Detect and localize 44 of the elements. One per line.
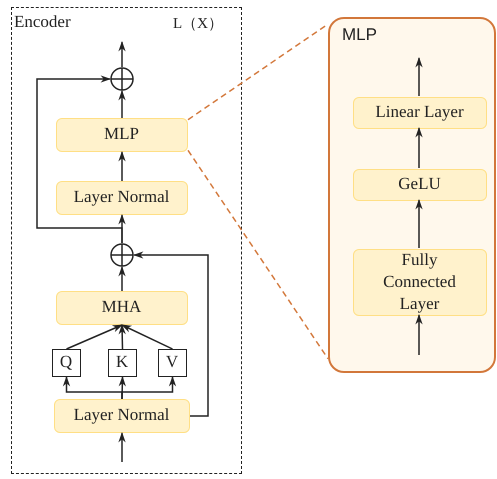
- box-label: GeLU: [398, 173, 441, 196]
- zoom-guide-line: [188, 24, 328, 120]
- arrow: [118, 432, 126, 462]
- encoder-frame: [11, 7, 242, 474]
- process-box: [54, 398, 190, 432]
- box-label: Layer Normal: [74, 404, 170, 426]
- box-label: Layer Normal: [74, 186, 170, 208]
- box-label: Fully Connected Layer: [382, 248, 457, 316]
- section-title: Encoder: [14, 12, 71, 32]
- detail-panel: [328, 17, 496, 373]
- process-box: [158, 348, 186, 376]
- arrow: [415, 126, 423, 168]
- arrow: [118, 150, 126, 181]
- box-label: MHA: [102, 296, 142, 318]
- arrow: [118, 324, 126, 350]
- box-label: K: [116, 351, 128, 374]
- arrow: [415, 56, 423, 96]
- arrow: [118, 90, 126, 118]
- process-box: [108, 348, 136, 376]
- arrow: [415, 314, 423, 355]
- section-title: MLP: [342, 25, 377, 45]
- arrow: [118, 266, 126, 291]
- box-label: V: [166, 351, 178, 374]
- box-label: Q: [60, 351, 72, 374]
- arrow: [36, 75, 123, 243]
- process-box: [352, 96, 486, 128]
- arrow: [415, 198, 423, 248]
- process-box: [56, 180, 188, 214]
- arrow: [121, 324, 173, 350]
- box-label: MLP: [104, 123, 139, 146]
- arrow: [121, 376, 176, 399]
- repeat-label: L（X）: [173, 15, 223, 33]
- zoom-guide-line: [187, 150, 329, 360]
- add-circle: [110, 66, 134, 90]
- process-box: [352, 248, 486, 316]
- arrow: [118, 40, 126, 67]
- process-box: [352, 168, 486, 200]
- box-label: Linear Layer: [375, 101, 464, 124]
- process-box: [56, 290, 188, 324]
- arrow: [132, 251, 209, 417]
- arrow: [66, 324, 123, 350]
- process-box: [52, 348, 80, 376]
- process-box: [56, 118, 188, 152]
- add-circle: [110, 242, 134, 266]
